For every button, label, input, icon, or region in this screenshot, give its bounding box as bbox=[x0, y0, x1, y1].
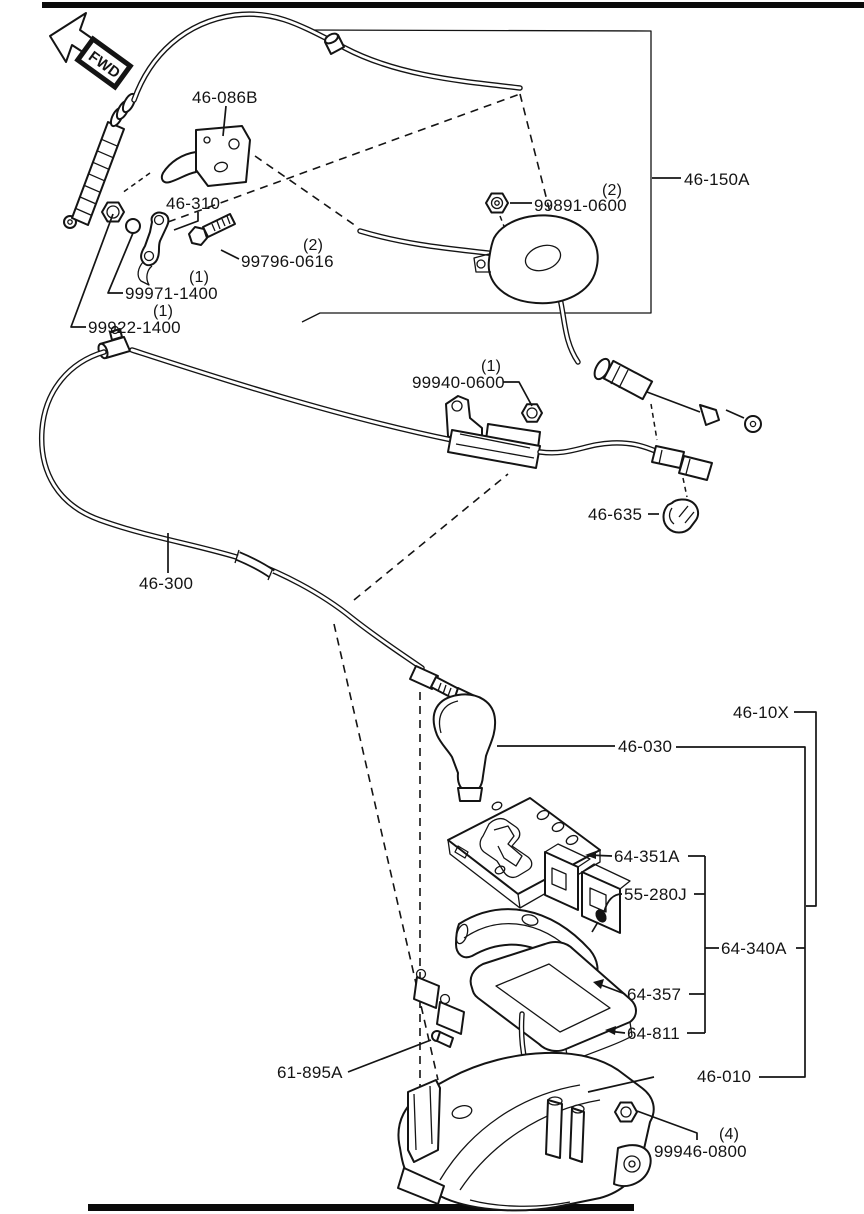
cable-connector-2 bbox=[678, 455, 713, 481]
side-brackets-64-351A bbox=[544, 843, 631, 934]
part-number-64-351A: 64-351A bbox=[614, 847, 680, 866]
callout-labels: 46-086B 46-310 (2) 99796-0616 (1) 99971-… bbox=[88, 88, 789, 1161]
qty-99946-0800: (4) bbox=[719, 1126, 739, 1143]
lever-parts-cluster bbox=[101, 201, 236, 286]
qty-99971-1400: (1) bbox=[189, 269, 209, 286]
part-number-46-10X: 46-10X bbox=[733, 703, 789, 722]
qty-99940-0600: (1) bbox=[481, 358, 501, 375]
part-number-46-300: 46-300 bbox=[139, 574, 193, 593]
fwd-flag bbox=[74, 35, 134, 91]
part-number-99971-1400: 99971-1400 bbox=[125, 284, 218, 303]
box-46-150A bbox=[301, 29, 652, 323]
washer-99971 bbox=[125, 218, 141, 234]
page-borders bbox=[42, 2, 864, 1211]
part-number-99946-0800: 99946-0800 bbox=[654, 1142, 747, 1161]
clip-46-635 bbox=[662, 498, 700, 534]
knob-collar bbox=[457, 787, 483, 802]
group-bracket-lines bbox=[497, 711, 817, 1078]
cable-connector-1 bbox=[651, 445, 685, 469]
hex-nut-99922 bbox=[101, 201, 125, 223]
bottom-border bbox=[88, 1204, 634, 1211]
cable-rod-eyelet bbox=[744, 415, 762, 433]
callout-leaders bbox=[70, 105, 698, 1140]
base-post-1 bbox=[545, 1099, 563, 1159]
bracket-hook-flange bbox=[160, 151, 197, 184]
cable-grommet bbox=[473, 214, 599, 305]
part-number-46-086B: 46-086B bbox=[192, 88, 258, 107]
cable-clamp-cluster bbox=[445, 395, 713, 481]
part-number-99940-0600: 99940-0600 bbox=[412, 373, 505, 392]
part-number-64-357: 64-357 bbox=[627, 985, 681, 1004]
part-number-46-635: 46-635 bbox=[588, 505, 642, 524]
part-number-46-010: 46-010 bbox=[697, 1067, 751, 1086]
boot-hatching bbox=[75, 138, 118, 216]
lower-panel-64-811 bbox=[413, 940, 637, 1063]
base-foot bbox=[397, 1167, 445, 1205]
hex-nut-99891 bbox=[485, 192, 509, 214]
part-number-99796-0616: 99796-0616 bbox=[241, 252, 334, 271]
cable-end-fitting bbox=[593, 357, 762, 433]
clamp-saddle bbox=[447, 429, 541, 469]
cable-to-clamp bbox=[129, 347, 455, 443]
top-border bbox=[42, 2, 864, 8]
panel-mount-block-1 bbox=[413, 976, 440, 1009]
panel-mount-block-2 bbox=[436, 1001, 465, 1035]
hex-nut-99940 bbox=[521, 403, 543, 423]
cable-loop bbox=[38, 349, 425, 671]
shift-knob-46-030 bbox=[432, 693, 497, 802]
part-number-46-150A: 46-150A bbox=[684, 170, 750, 189]
shift-gate-slot bbox=[479, 817, 533, 879]
part-number-46-310: 46-310 bbox=[166, 194, 220, 213]
shift-cable-46-150A bbox=[63, 11, 762, 433]
cable-fork-end bbox=[699, 404, 720, 426]
screw-55-280J bbox=[591, 909, 607, 933]
qty-99922-1400: (1) bbox=[153, 303, 173, 320]
hex-nut-99946 bbox=[614, 1101, 638, 1123]
qty-99891-0600: (2) bbox=[602, 182, 622, 199]
part-number-46-030: 46-030 bbox=[618, 737, 672, 756]
pin-61-895A bbox=[431, 1030, 454, 1048]
part-number-64-340A: 64-340A bbox=[721, 939, 787, 958]
part-number-61-895A: 61-895A bbox=[277, 1063, 343, 1082]
part-number-55-280J: 55-280J bbox=[624, 885, 687, 904]
qty-99796-0616: (2) bbox=[303, 237, 323, 254]
projection-lines bbox=[121, 93, 688, 1162]
base-mount-tab bbox=[613, 1144, 652, 1187]
base-upright-bracket bbox=[407, 1079, 441, 1163]
bracket-46-086B bbox=[160, 125, 251, 187]
base-housing-46-010 bbox=[397, 1051, 655, 1212]
part-number-64-811: 64-811 bbox=[627, 1024, 680, 1043]
bolt-99796 bbox=[188, 213, 236, 246]
part-number-99891-0600: 99891-0600 bbox=[534, 196, 627, 215]
base-post-2 bbox=[569, 1107, 585, 1163]
fwd-arrow: FWD bbox=[49, 12, 134, 91]
part-number-99922-1400: 99922-1400 bbox=[88, 318, 181, 337]
